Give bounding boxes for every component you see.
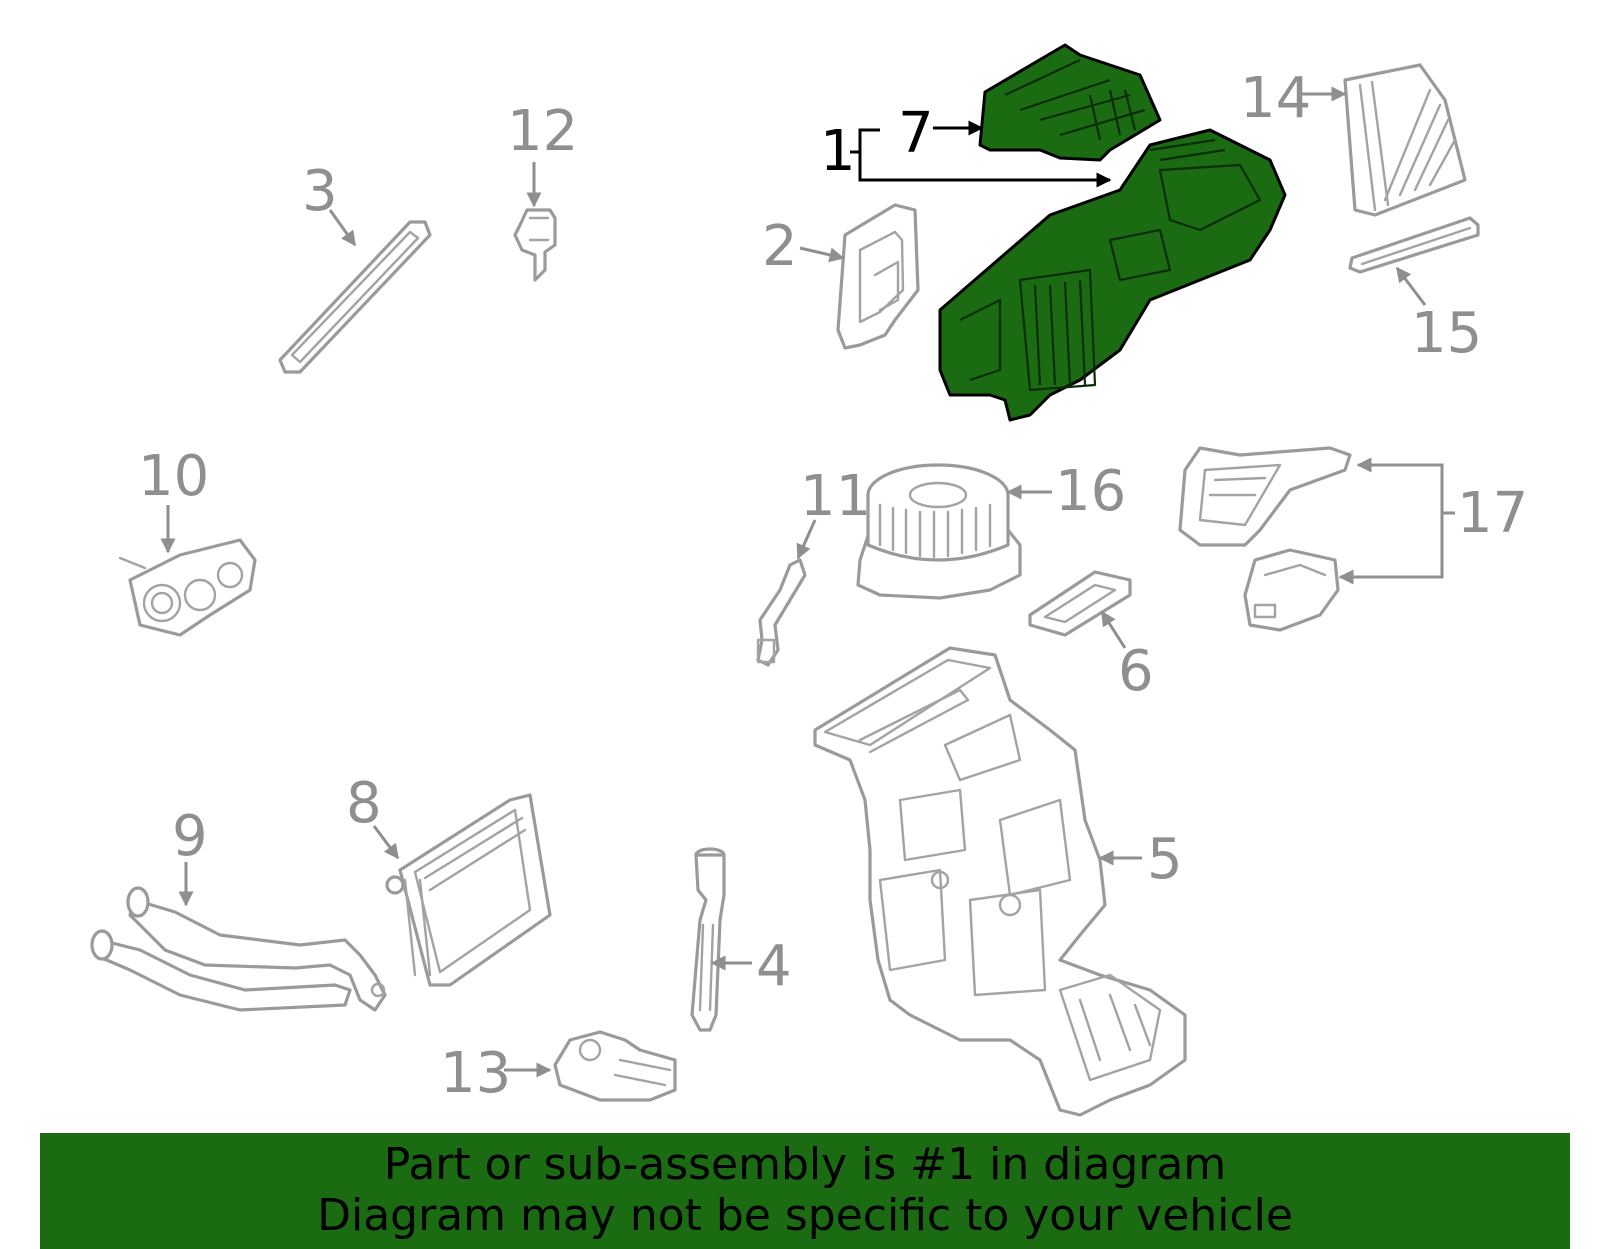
callout-2: 2 — [762, 214, 798, 279]
part-14-filter — [1343, 63, 1467, 217]
callout-10: 10 — [138, 444, 209, 509]
callout-7: 7 — [898, 101, 934, 166]
leader-lines — [160, 86, 1455, 1078]
part-11-sensor-lead — [756, 558, 807, 667]
part-15-bracket — [1348, 216, 1480, 274]
part-8-heater-core — [385, 793, 552, 987]
leader-17-bracket — [1356, 457, 1455, 515]
callout-17: 17 — [1457, 481, 1528, 546]
callout-6: 6 — [1118, 639, 1154, 704]
part-12-sensor — [513, 208, 557, 282]
part-16-blower — [856, 463, 1022, 600]
footer-line-1: Part or sub-assembly is #1 in diagram — [383, 1139, 1227, 1190]
callout-labels: 1 2 3 4 5 6 7 8 9 10 11 12 13 14 15 16 1… — [138, 66, 1528, 1106]
callout-3: 3 — [302, 159, 338, 224]
part-7-upper-cover — [978, 43, 1162, 162]
part-3-gasket — [278, 220, 432, 374]
part-13-actuator — [553, 1030, 677, 1102]
footer-line-2: Diagram may not be specific to your vehi… — [317, 1190, 1293, 1241]
footer-banner: Part or sub-assembly is #1 in diagram Di… — [40, 1133, 1570, 1249]
part-2-panel — [836, 203, 920, 350]
part-9-pipes — [90, 886, 387, 1012]
leader-2 — [799, 246, 845, 263]
callout-1: 1 — [820, 119, 856, 184]
part-10-valve — [118, 538, 257, 637]
callout-16: 16 — [1055, 459, 1126, 524]
leader-15 — [1395, 266, 1427, 306]
part-4-tube — [690, 847, 726, 1032]
part-6-cover — [1028, 570, 1132, 637]
callout-9: 9 — [172, 804, 208, 869]
leader-1-bracket — [858, 128, 1112, 188]
part-17-actuators — [1178, 446, 1352, 632]
callout-8: 8 — [346, 771, 382, 836]
leader-3 — [328, 209, 357, 247]
leader-11 — [796, 519, 817, 560]
callout-5: 5 — [1147, 827, 1183, 892]
part-5-lower-case — [813, 646, 1187, 1117]
callout-15: 15 — [1411, 301, 1482, 366]
callout-11: 11 — [800, 464, 871, 529]
callout-13: 13 — [440, 1041, 511, 1106]
leader-6 — [1100, 610, 1127, 649]
callout-14: 14 — [1240, 66, 1311, 131]
callout-4: 4 — [756, 934, 792, 999]
part-1-hvac-housing — [938, 128, 1287, 422]
callout-12: 12 — [507, 99, 578, 164]
leader-8 — [372, 825, 400, 860]
